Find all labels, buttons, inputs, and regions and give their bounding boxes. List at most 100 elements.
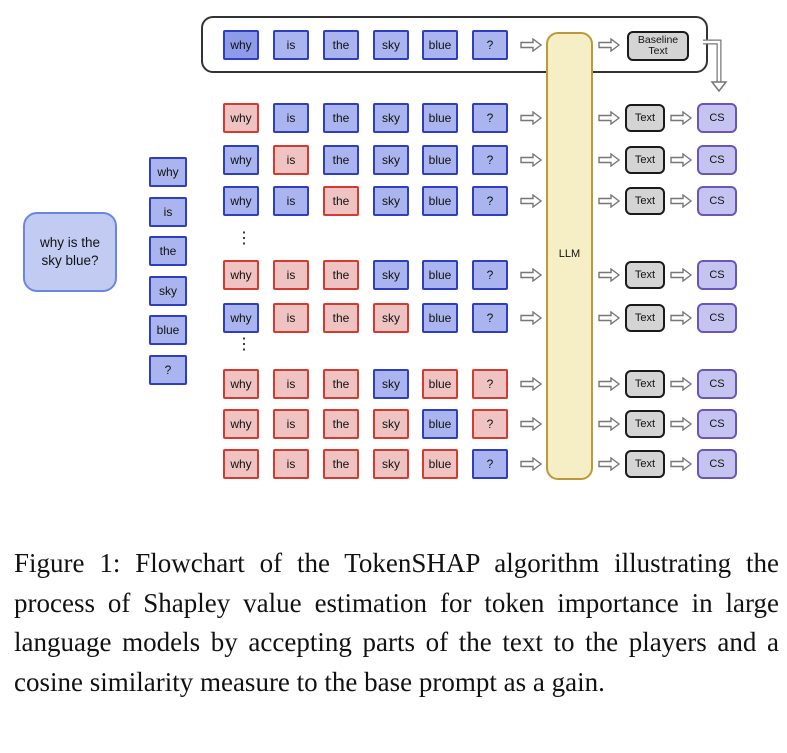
llm-box: LLM — [546, 32, 593, 480]
cosine-similarity-box: CS — [697, 145, 737, 175]
connector-path — [703, 39, 722, 82]
baseline-token: sky — [373, 30, 409, 60]
flow-arrow — [520, 111, 542, 125]
masked-token: blue — [422, 369, 458, 399]
flow-arrow — [520, 38, 542, 52]
kept-token: why — [223, 303, 259, 333]
flow-arrow — [520, 377, 542, 391]
baseline-token: the — [323, 30, 359, 60]
masked-token: why — [223, 449, 259, 479]
baseline-token: why — [223, 30, 259, 60]
column-token: blue — [149, 315, 187, 345]
baseline-to-cs-arrow — [703, 39, 728, 93]
figure-caption: Figure 1: Flowchart of the TokenSHAP alg… — [14, 548, 779, 697]
text-output-box: Text — [625, 450, 665, 478]
cosine-similarity-box: CS — [697, 186, 737, 216]
flow-arrow — [598, 377, 620, 391]
kept-token: sky — [373, 103, 409, 133]
masked-token: ? — [472, 409, 508, 439]
baseline-token: is — [273, 30, 309, 60]
masked-token: sky — [373, 449, 409, 479]
prompt-box: why is the sky blue? — [23, 212, 117, 292]
flow-arrow — [520, 153, 542, 167]
masked-token: ? — [472, 369, 508, 399]
flow-arrow — [670, 194, 692, 208]
kept-token: ? — [472, 186, 508, 216]
cosine-similarity-box: CS — [697, 409, 737, 439]
flow-arrow — [598, 311, 620, 325]
text-output-box: Text — [625, 304, 665, 332]
flow-arrow — [520, 311, 542, 325]
kept-token: blue — [422, 186, 458, 216]
flow-arrow — [520, 194, 542, 208]
connector-path-inner — [703, 40, 721, 82]
kept-token: blue — [422, 145, 458, 175]
text-output-box: Text — [625, 370, 665, 398]
cosine-similarity-box: CS — [697, 449, 737, 479]
kept-token: blue — [422, 409, 458, 439]
flow-arrow — [598, 153, 620, 167]
flow-arrow — [598, 268, 620, 282]
column-token: sky — [149, 276, 187, 306]
kept-token: ? — [472, 145, 508, 175]
kept-token: blue — [422, 260, 458, 290]
masked-token: is — [273, 260, 309, 290]
masked-token: the — [323, 449, 359, 479]
flow-arrow — [598, 38, 620, 52]
kept-token: sky — [373, 369, 409, 399]
masked-token: is — [273, 303, 309, 333]
kept-token: sky — [373, 260, 409, 290]
text-output-box: Text — [625, 146, 665, 174]
masked-token: the — [323, 303, 359, 333]
flow-arrow — [598, 111, 620, 125]
masked-token: why — [223, 409, 259, 439]
column-token: ? — [149, 355, 187, 385]
flow-arrow — [670, 153, 692, 167]
flow-arrow — [520, 268, 542, 282]
masked-token: is — [273, 409, 309, 439]
kept-token: why — [223, 186, 259, 216]
flow-arrow — [670, 417, 692, 431]
masked-token: the — [323, 186, 359, 216]
cosine-similarity-box: CS — [697, 303, 737, 333]
baseline-text-box: Baseline Text — [627, 31, 689, 61]
kept-token: the — [323, 103, 359, 133]
masked-token: why — [223, 260, 259, 290]
text-output-box: Text — [625, 410, 665, 438]
kept-token: sky — [373, 145, 409, 175]
flow-arrow — [670, 111, 692, 125]
flow-arrow — [520, 457, 542, 471]
ellipsis: ⋮ — [236, 336, 252, 353]
masked-token: the — [323, 260, 359, 290]
masked-token: sky — [373, 409, 409, 439]
masked-token: sky — [373, 303, 409, 333]
kept-token: ? — [472, 303, 508, 333]
flow-arrow — [598, 417, 620, 431]
kept-token: blue — [422, 303, 458, 333]
flow-arrow — [670, 377, 692, 391]
flow-arrow — [598, 457, 620, 471]
flow-arrow — [520, 417, 542, 431]
text-output-box: Text — [625, 104, 665, 132]
column-token: is — [149, 197, 187, 227]
flow-arrow — [670, 311, 692, 325]
cosine-similarity-box: CS — [697, 369, 737, 399]
baseline-token: ? — [472, 30, 508, 60]
kept-token: the — [323, 145, 359, 175]
column-token: why — [149, 157, 187, 187]
kept-token: is — [273, 103, 309, 133]
flow-arrow — [670, 268, 692, 282]
masked-token: why — [223, 369, 259, 399]
flow-arrow — [670, 457, 692, 471]
masked-token: is — [273, 449, 309, 479]
kept-token: ? — [472, 260, 508, 290]
masked-token: is — [273, 369, 309, 399]
kept-token: sky — [373, 186, 409, 216]
cosine-similarity-box: CS — [697, 103, 737, 133]
kept-token: blue — [422, 103, 458, 133]
connector-arrowhead — [710, 81, 728, 93]
kept-token: why — [223, 145, 259, 175]
text-output-box: Text — [625, 261, 665, 289]
kept-token: is — [273, 186, 309, 216]
masked-token: is — [273, 145, 309, 175]
